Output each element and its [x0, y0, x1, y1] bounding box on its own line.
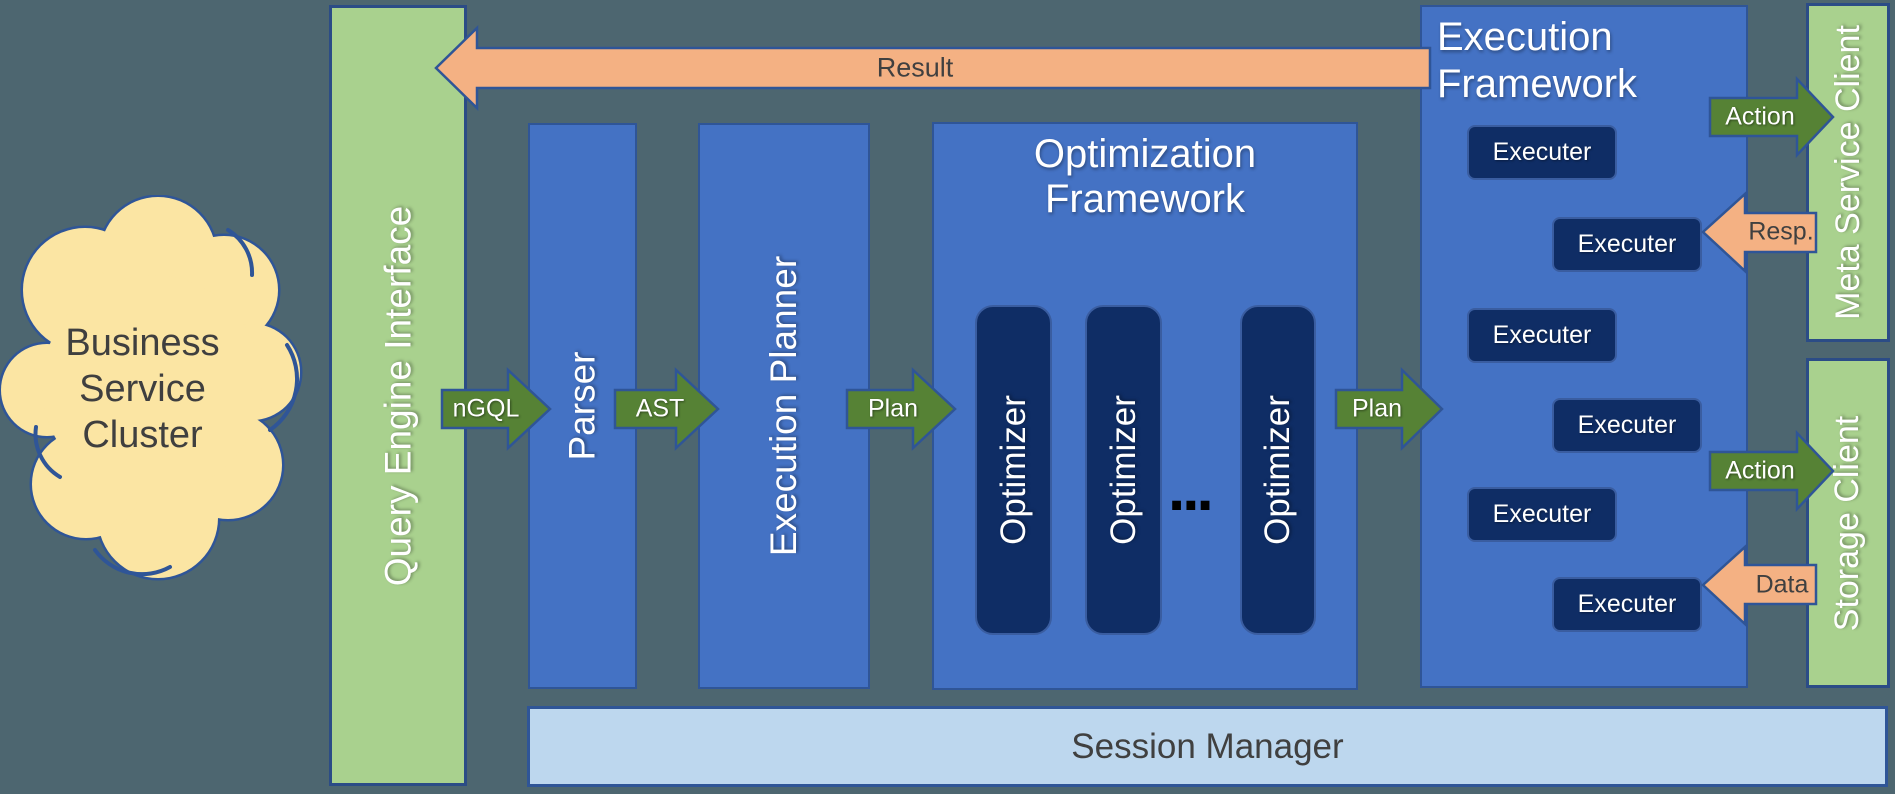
cloud-line-2: Service — [79, 368, 206, 410]
executer-label: Executer — [1577, 590, 1677, 618]
cloud-line-1: Business — [65, 322, 220, 364]
plan-arrow-to-executor-label: Plan — [1351, 394, 1403, 423]
executer-label: Executer — [1577, 411, 1677, 439]
optimizer-box: Optimizer — [1085, 305, 1162, 635]
action-arrow-storage — [1708, 429, 1835, 513]
ast-arrow — [613, 367, 720, 451]
optimizer-box: Optimizer — [975, 305, 1052, 635]
result-arrow — [434, 25, 1432, 111]
ellipsis-dots: ... — [1168, 455, 1214, 524]
plan-arrow-to-executor — [1334, 367, 1444, 451]
executer-box: Executer — [1552, 577, 1702, 632]
session-manager-label: Session Manager — [1071, 726, 1344, 766]
ngql-arrow-label: nGQL — [452, 394, 520, 423]
executer-box: Executer — [1467, 487, 1617, 542]
business-cluster-label: Business Service Cluster — [15, 320, 270, 458]
action-arrow-storage-label: Action — [1725, 456, 1795, 485]
action-arrow-meta — [1708, 75, 1835, 159]
storage-client-bar — [1806, 358, 1890, 688]
ast-arrow-label: AST — [635, 394, 685, 423]
executer-box: Executer — [1552, 398, 1702, 453]
executer-label: Executer — [1492, 138, 1592, 166]
plan-arrow-to-optimizer — [845, 367, 957, 451]
executer-box: Executer — [1467, 308, 1617, 363]
business-cluster-cloud — [0, 195, 303, 581]
data-arrow-label: Data — [1755, 570, 1809, 599]
action-arrow-meta-label: Action — [1725, 102, 1795, 131]
data-arrow — [1701, 544, 1818, 627]
result-arrow-label: Result — [876, 52, 954, 83]
session-manager-bar: Session Manager — [527, 706, 1888, 787]
ngql-arrow — [440, 367, 552, 451]
cloud-line-3: Cluster — [82, 414, 203, 456]
executer-label: Executer — [1577, 230, 1677, 258]
optimization-framework-title: Optimization Framework — [1033, 132, 1257, 221]
resp-arrow — [1701, 191, 1818, 274]
executer-box: Executer — [1467, 125, 1617, 180]
resp-arrow-label: Resp. — [1748, 217, 1814, 246]
plan-arrow-to-optimizer-label: Plan — [867, 394, 919, 423]
executer-label: Executer — [1492, 500, 1592, 528]
executer-label: Executer — [1492, 321, 1592, 349]
executer-box: Executer — [1552, 217, 1702, 272]
optimizer-box: Optimizer — [1240, 305, 1316, 635]
execution-framework-title: Execution Framework — [1437, 15, 1638, 106]
meta-service-client-bar — [1806, 3, 1890, 342]
